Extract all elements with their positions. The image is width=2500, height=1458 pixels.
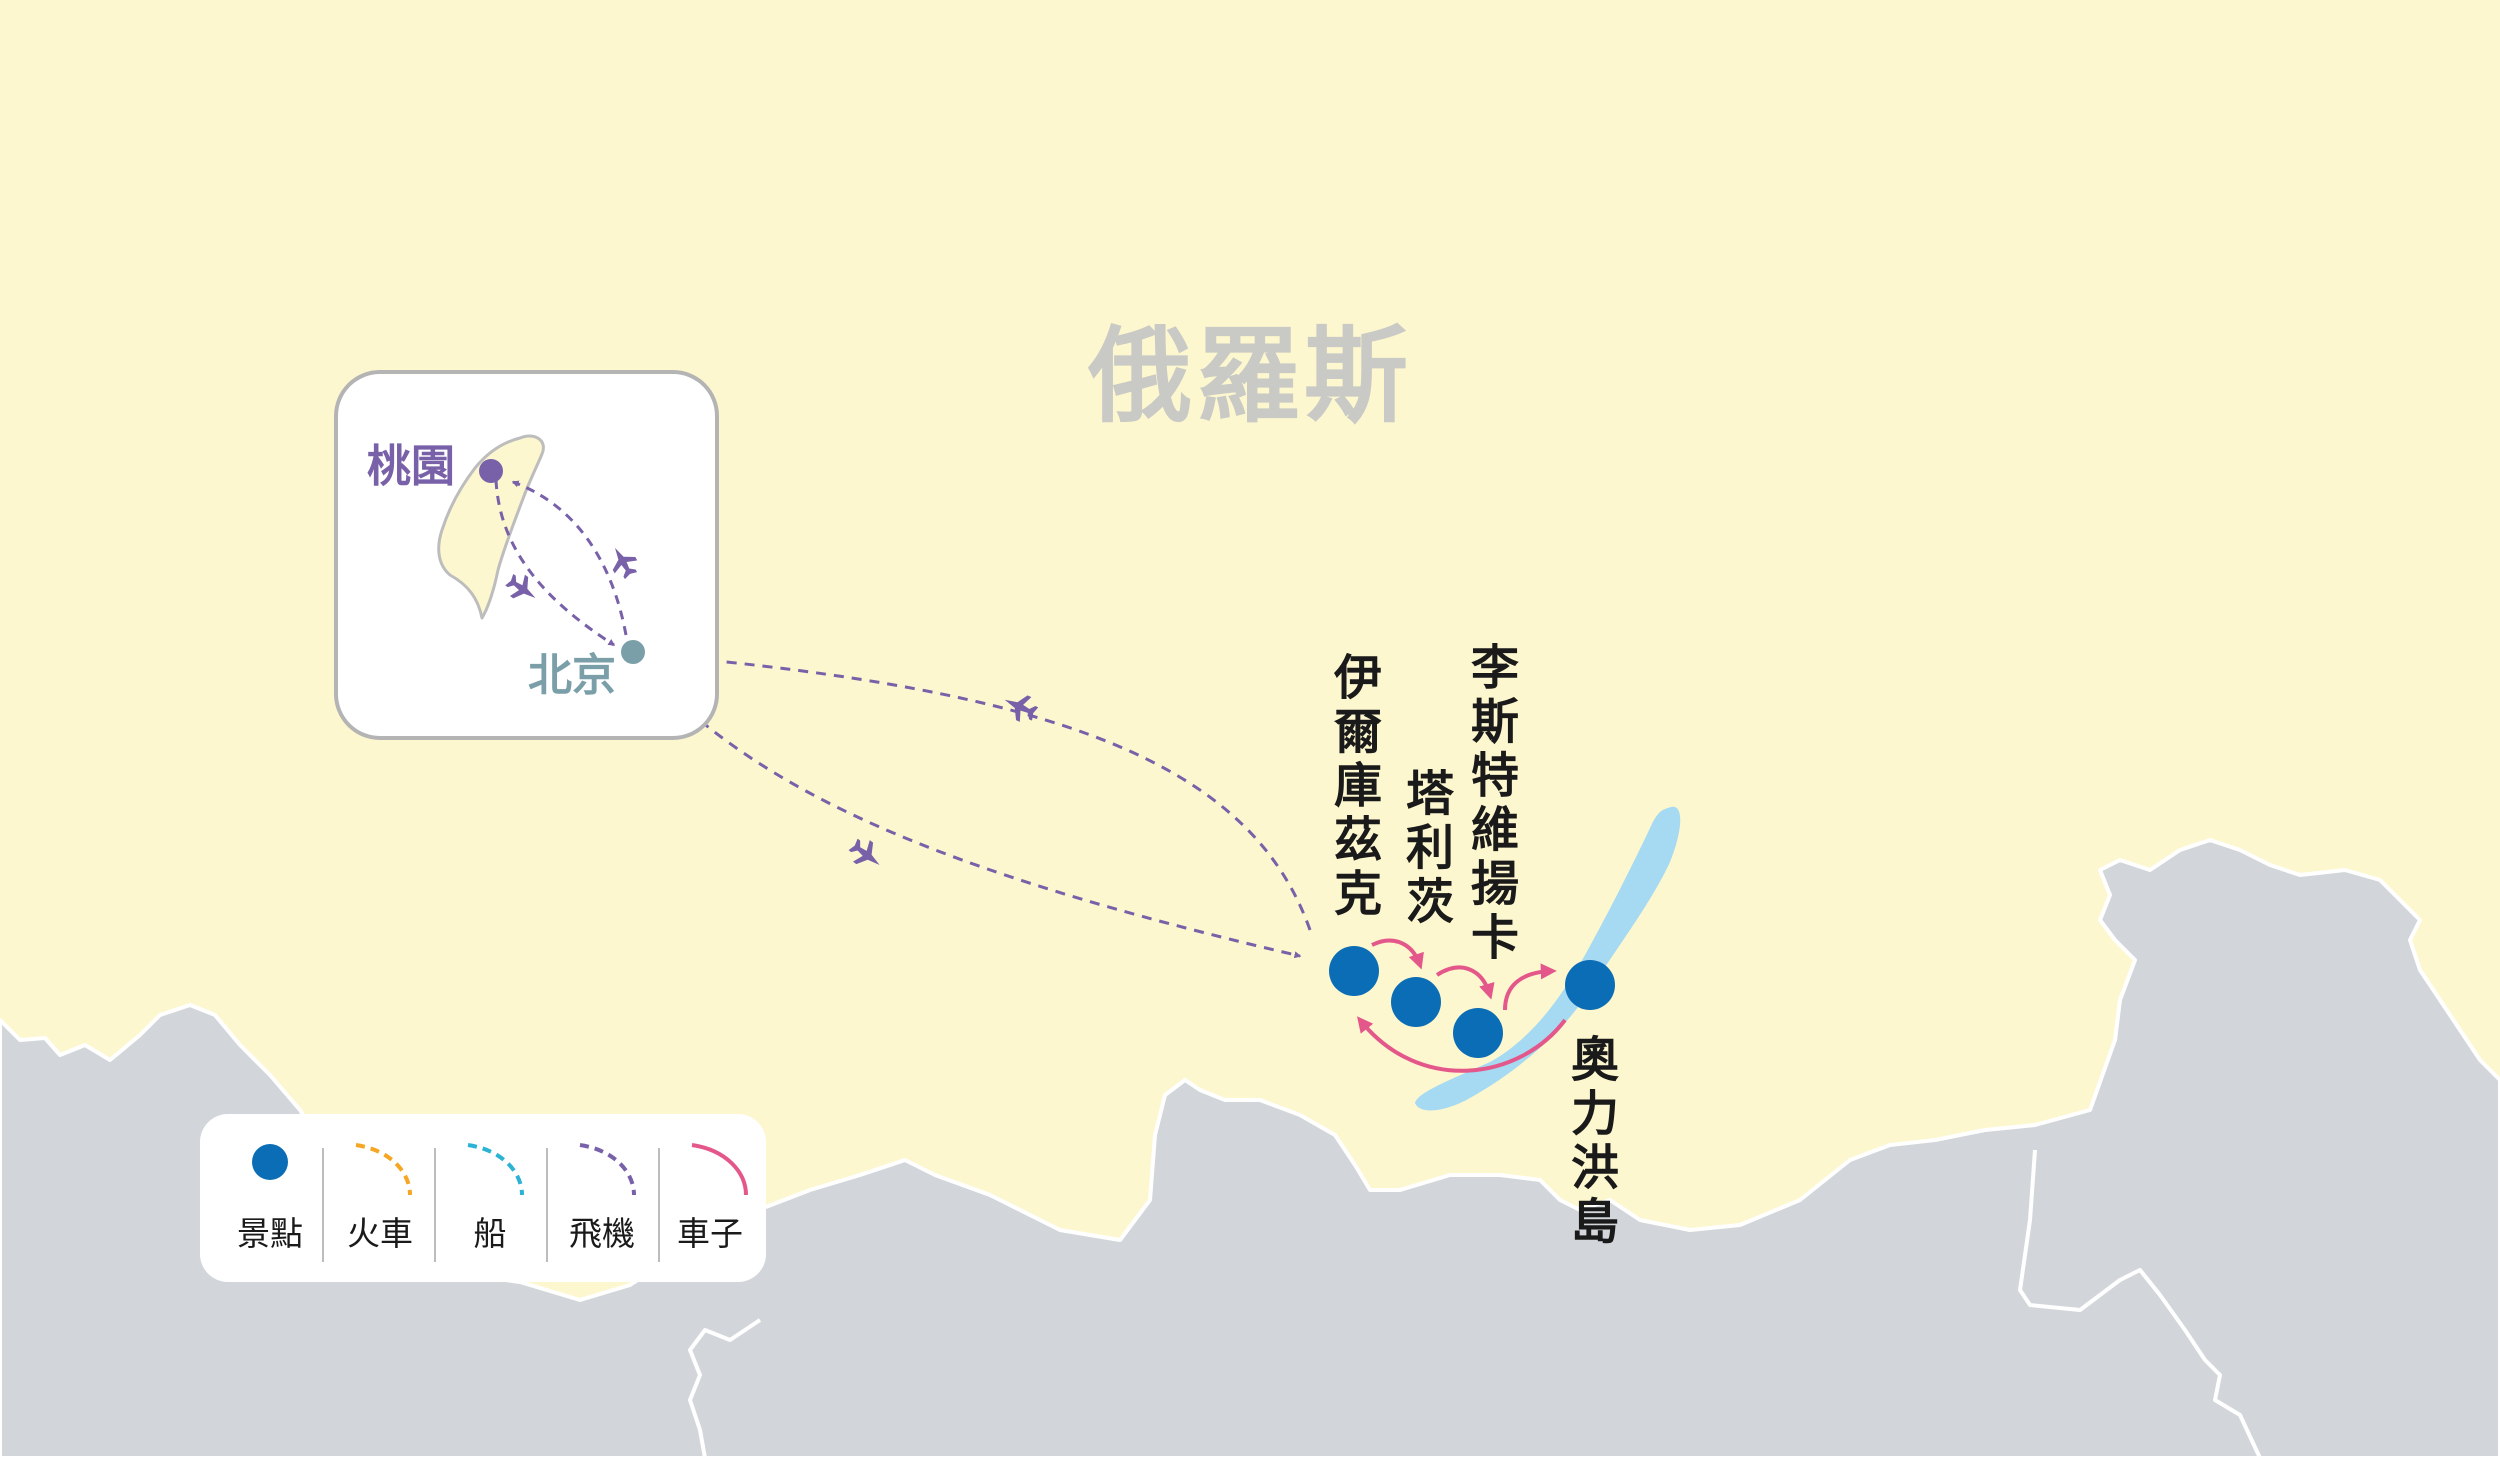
car-route-icon (691, 1143, 748, 1196)
legend-label-attraction: 景點 (237, 1214, 303, 1253)
country-label: 俄羅斯 (1087, 314, 1412, 437)
taoyuan-marker (479, 459, 503, 483)
dot-icon (252, 1144, 288, 1180)
car-route-2 (1435, 965, 1495, 1000)
car-route-3 (1503, 963, 1557, 1011)
beijing-label: 北京 (528, 650, 616, 701)
talzy-label: 塔利茨 (1397, 768, 1454, 930)
car-route-return (1356, 1016, 1567, 1073)
listvyanka-label: 李斯特維揚卡 (1462, 642, 1519, 966)
inner-border-east (2018, 1149, 2262, 1458)
taoyuan-label: 桃園 (367, 441, 455, 492)
beijing-marker (621, 640, 645, 664)
legend-label-car: 車子 (677, 1214, 743, 1253)
route-beijing-to-taoyuan (511, 480, 628, 636)
taiwan-beijing-inset (334, 370, 719, 740)
route-beijing-to-irkutsk (646, 670, 1302, 959)
legend-box (200, 1114, 766, 1282)
legend: 景點 火車 船 飛機 車子 (200, 1114, 766, 1282)
listvyanka-marker (1453, 1008, 1503, 1058)
legend-label-train: 火車 (347, 1214, 413, 1253)
legend-label-boat: 船 (474, 1214, 507, 1253)
olkhon-marker (1565, 960, 1615, 1010)
legend-label-plane: 飛機 (569, 1214, 635, 1253)
irkutsk-label: 伊爾庫茲克 (1325, 652, 1383, 922)
inner-border-west (688, 1318, 762, 1458)
car-route-1 (1371, 938, 1424, 970)
olkhon-label: 奧力洪島 (1562, 1034, 1619, 1250)
irkutsk-marker (1329, 946, 1379, 996)
talzy-marker (1391, 977, 1441, 1027)
lake-baikal (1415, 806, 1681, 1111)
route-irkutsk-to-beijing (653, 652, 1312, 931)
